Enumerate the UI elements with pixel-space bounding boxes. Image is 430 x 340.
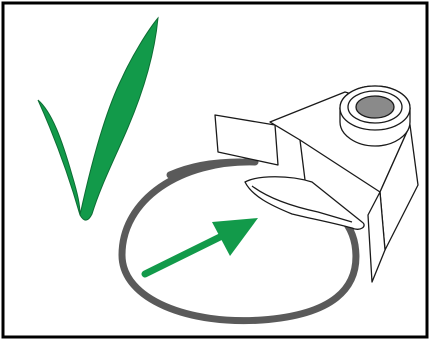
part-icon	[214, 85, 419, 283]
arrow-icon	[141, 218, 258, 278]
checkmark-icon	[37, 16, 159, 221]
ring-icon	[118, 158, 360, 325]
ring-back-segment	[166, 158, 244, 179]
